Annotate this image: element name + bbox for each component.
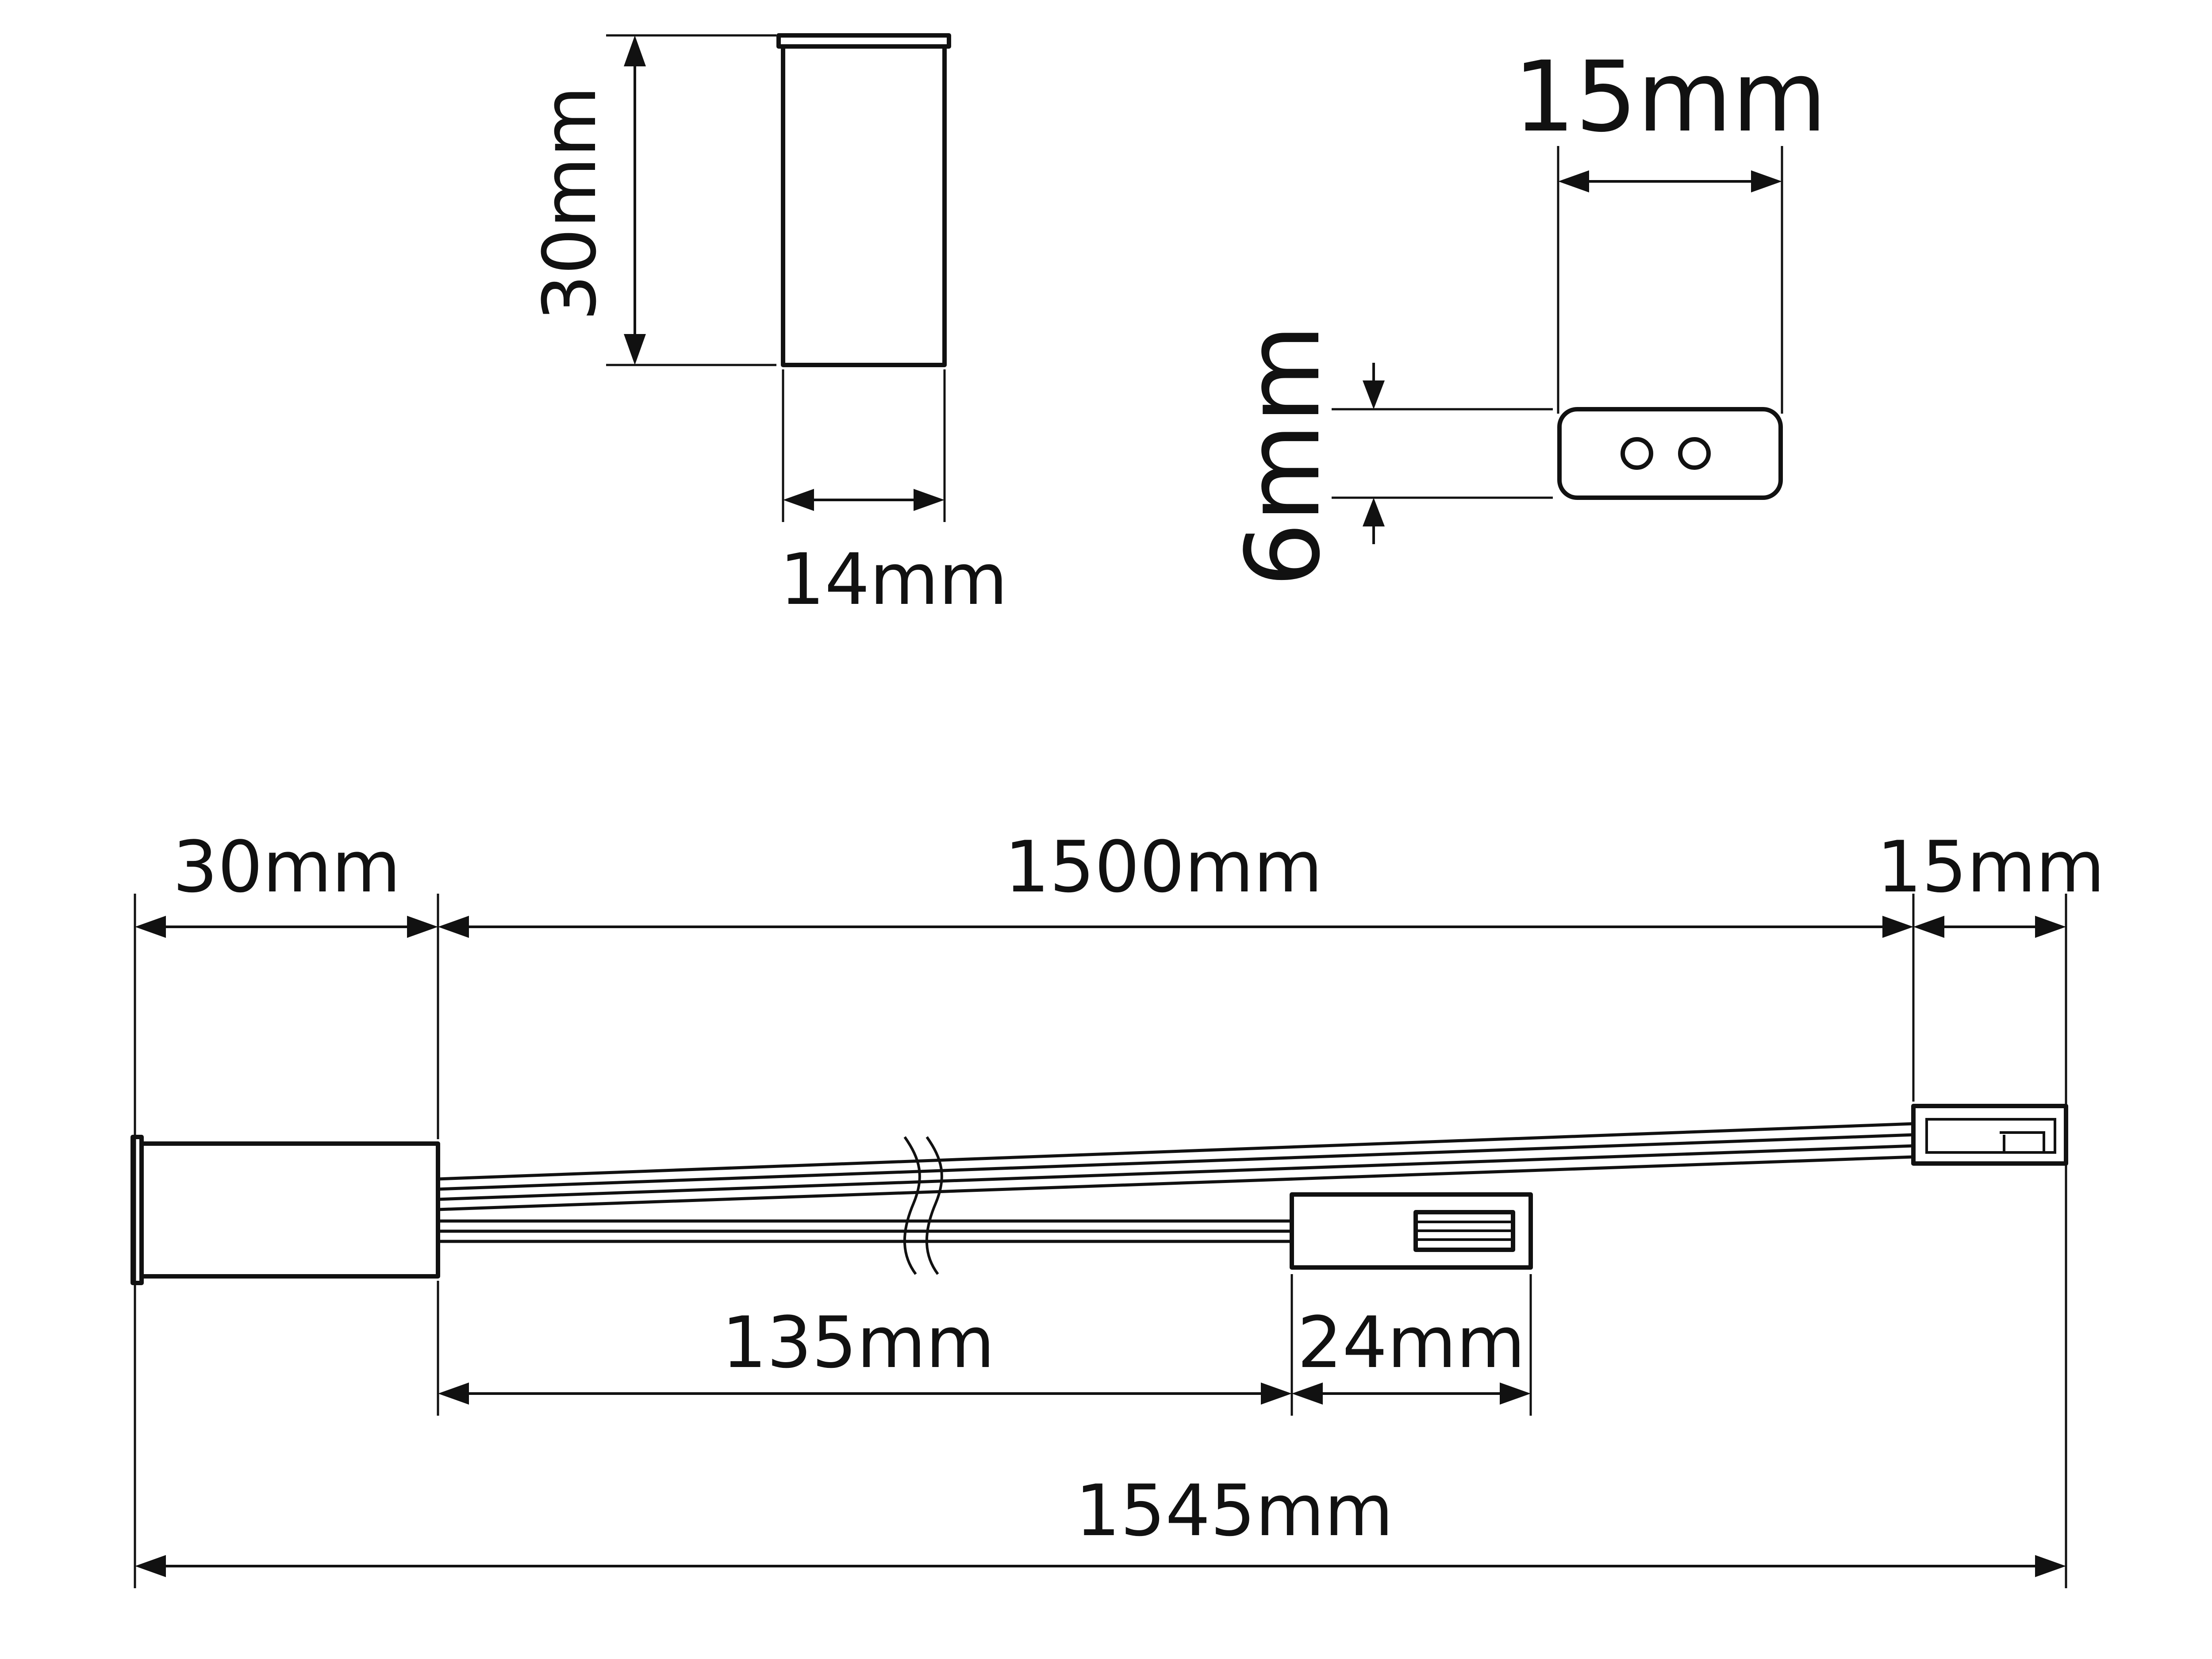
sensor-flange — [131, 1135, 144, 1285]
arrowhead — [1558, 170, 1589, 192]
branch-connector-socket — [1413, 1210, 1515, 1252]
label-total-length: 1545mm — [1075, 1469, 1394, 1552]
arrowhead — [135, 1555, 166, 1577]
label-connector-length: 15mm — [1877, 826, 2104, 908]
arrowhead — [1500, 1382, 1531, 1405]
label-end-width: 15mm — [1513, 40, 1827, 154]
bottom-dimensions: 30mm 1500mm 15mm 135mm 24mm 1545mm — [134, 826, 2105, 1588]
hole-right — [1678, 437, 1711, 470]
sensor-cap-outline — [776, 33, 951, 49]
arrowhead — [1363, 380, 1385, 409]
label-branch-connector-length: 24mm — [1297, 1301, 1525, 1384]
label-branch-length: 135mm — [722, 1301, 995, 1384]
cable-wire — [438, 1122, 1914, 1181]
arrowhead — [624, 334, 646, 365]
arrowhead — [1261, 1382, 1292, 1405]
arrowhead — [1882, 916, 1913, 938]
arrowhead — [2035, 916, 2066, 938]
end-connector-inner — [1925, 1118, 2056, 1154]
sensor-end-view: 15mm 6mm — [1225, 40, 1827, 587]
cable-break-mark — [925, 1136, 943, 1275]
end-connector-latch — [2000, 1131, 2045, 1152]
label-cable-length: 1500mm — [1005, 826, 1323, 908]
arrowhead — [1913, 916, 1944, 938]
arrowhead — [438, 916, 469, 938]
branch-connector — [1290, 1192, 1533, 1270]
sensor-body-outline — [781, 44, 947, 367]
arrowhead — [2035, 1555, 2066, 1577]
cable-break-mark — [903, 1136, 921, 1275]
sensor-body — [139, 1141, 440, 1279]
arrowhead — [624, 35, 646, 66]
arrowhead — [1363, 498, 1385, 526]
label-end-height: 6mm — [1225, 324, 1343, 587]
hole-left — [1621, 437, 1653, 470]
arrowhead — [1751, 170, 1782, 192]
sensor-cable-assembly — [131, 1104, 2068, 1285]
arrowhead — [1292, 1382, 1323, 1405]
cable-wire — [438, 1133, 1914, 1191]
label-top-width: 14mm — [780, 538, 1007, 621]
cable-wire — [438, 1144, 1914, 1201]
arrowhead — [783, 489, 814, 511]
sensor-side-view: 30mm 14mm — [527, 33, 1008, 621]
arrowhead — [407, 916, 438, 938]
end-view-outline — [1557, 407, 1783, 500]
arrowhead — [914, 489, 945, 511]
label-sensor-length: 30mm — [173, 826, 400, 908]
label-top-height: 30mm — [527, 86, 612, 321]
arrowhead — [438, 1382, 469, 1405]
arrowhead — [135, 916, 166, 938]
cable-wire — [438, 1155, 1914, 1211]
